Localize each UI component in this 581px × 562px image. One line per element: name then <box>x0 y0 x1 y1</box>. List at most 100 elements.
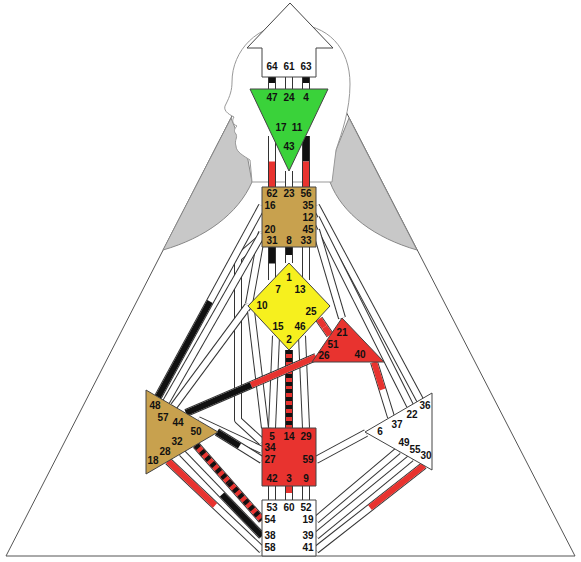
channel-outline <box>374 362 391 417</box>
channel <box>316 206 420 400</box>
channel-body <box>269 247 275 280</box>
channel <box>316 218 410 406</box>
channel-red <box>286 486 292 493</box>
channel-black <box>286 247 292 255</box>
gate-number: 24 <box>283 93 294 103</box>
gate-number: 37 <box>391 420 402 430</box>
channel-outline <box>316 206 420 400</box>
channel-stripe <box>286 389 292 428</box>
gate-number: 40 <box>354 350 365 360</box>
gate-number: 48 <box>149 401 160 411</box>
gate-number: 4 <box>303 93 309 103</box>
channel-black <box>186 385 251 413</box>
channel-outline <box>268 247 276 280</box>
gate-number: 60 <box>283 503 294 513</box>
gate-number: 57 <box>157 413 168 423</box>
gate-number: 58 <box>264 543 275 553</box>
channel-red <box>303 162 309 188</box>
channel-striped <box>286 389 292 428</box>
channel-body <box>168 461 262 550</box>
center-shape: 536052541938395841 <box>262 500 316 556</box>
channel-body <box>269 77 275 89</box>
center-shape: 47244174311 <box>249 88 329 172</box>
channel-outline <box>285 486 293 500</box>
channel-outline <box>302 136 310 187</box>
channel-body <box>374 362 391 417</box>
center-fill <box>248 263 330 350</box>
channel <box>186 357 316 413</box>
gate-number: 19 <box>302 515 313 525</box>
channel-outline <box>302 486 310 500</box>
channel <box>289 77 290 89</box>
channel <box>306 247 307 280</box>
gate-number: 13 <box>294 285 305 295</box>
gate-number: 35 <box>302 201 313 211</box>
channel-body <box>182 453 262 536</box>
channel-body <box>166 234 262 402</box>
channel-outline <box>285 350 293 428</box>
gate-number: 55 <box>409 445 420 455</box>
channel <box>158 206 262 397</box>
gate-number: 50 <box>190 427 201 437</box>
channel-outline <box>285 171 293 187</box>
gate-number: 49 <box>398 438 409 448</box>
channel-red <box>168 461 215 506</box>
channel-body <box>316 433 366 460</box>
channel-body <box>316 458 411 536</box>
gate-number: 30 <box>420 451 431 461</box>
center-shape: 514293427594239 <box>262 428 316 486</box>
center-shape: 622356163512452031833 <box>262 187 316 247</box>
channel <box>182 453 262 536</box>
channel <box>272 247 273 280</box>
gate-number: 41 <box>302 543 313 553</box>
gate-number: 17 <box>275 123 286 133</box>
gate-number: 9 <box>303 474 309 484</box>
gate-number: 20 <box>264 225 275 235</box>
channel <box>272 486 273 500</box>
gate-number: 42 <box>266 474 277 484</box>
channel-outline <box>217 432 262 460</box>
gate-number: 3 <box>286 474 292 484</box>
gate-number: 61 <box>283 62 294 72</box>
channel <box>316 433 366 460</box>
center-shape: 1713102515462 <box>247 262 331 351</box>
gate-number: 18 <box>147 456 158 466</box>
gate-number: 22 <box>406 410 417 420</box>
channel <box>272 336 276 428</box>
channel <box>319 319 330 335</box>
gate-number: 25 <box>305 307 316 317</box>
gate-number: 14 <box>283 432 294 442</box>
channel-body <box>269 486 275 500</box>
center-fill <box>250 89 328 171</box>
gate-number: 46 <box>294 322 305 332</box>
gate-number: 26 <box>318 351 329 361</box>
gate-number: 31 <box>266 236 277 246</box>
channel-body <box>319 319 330 335</box>
gate-number: 39 <box>302 531 313 541</box>
channel-outline <box>268 486 276 500</box>
channel-body <box>286 247 292 263</box>
channel <box>289 247 290 263</box>
gate-number: 43 <box>283 142 294 152</box>
channel-black <box>303 77 309 83</box>
channel-body <box>286 171 292 187</box>
channel <box>272 136 273 187</box>
channel-body <box>251 311 265 428</box>
gate-number: 7 <box>275 285 281 295</box>
center-fill <box>262 428 316 486</box>
center-shape: 3622376495530 <box>364 392 433 471</box>
center-fill <box>312 318 384 362</box>
channel <box>289 486 290 500</box>
channel-outline <box>302 77 310 89</box>
channel <box>306 136 307 187</box>
channel-outline <box>316 433 366 460</box>
gate-number: 62 <box>266 189 277 199</box>
channel-body <box>286 350 292 428</box>
channel-outline <box>182 453 262 536</box>
channel-outline <box>268 77 276 89</box>
channel <box>374 362 391 417</box>
channel <box>217 432 262 460</box>
channel-outline <box>316 218 410 406</box>
channel-outline <box>302 247 310 280</box>
gate-number: 52 <box>300 503 311 513</box>
